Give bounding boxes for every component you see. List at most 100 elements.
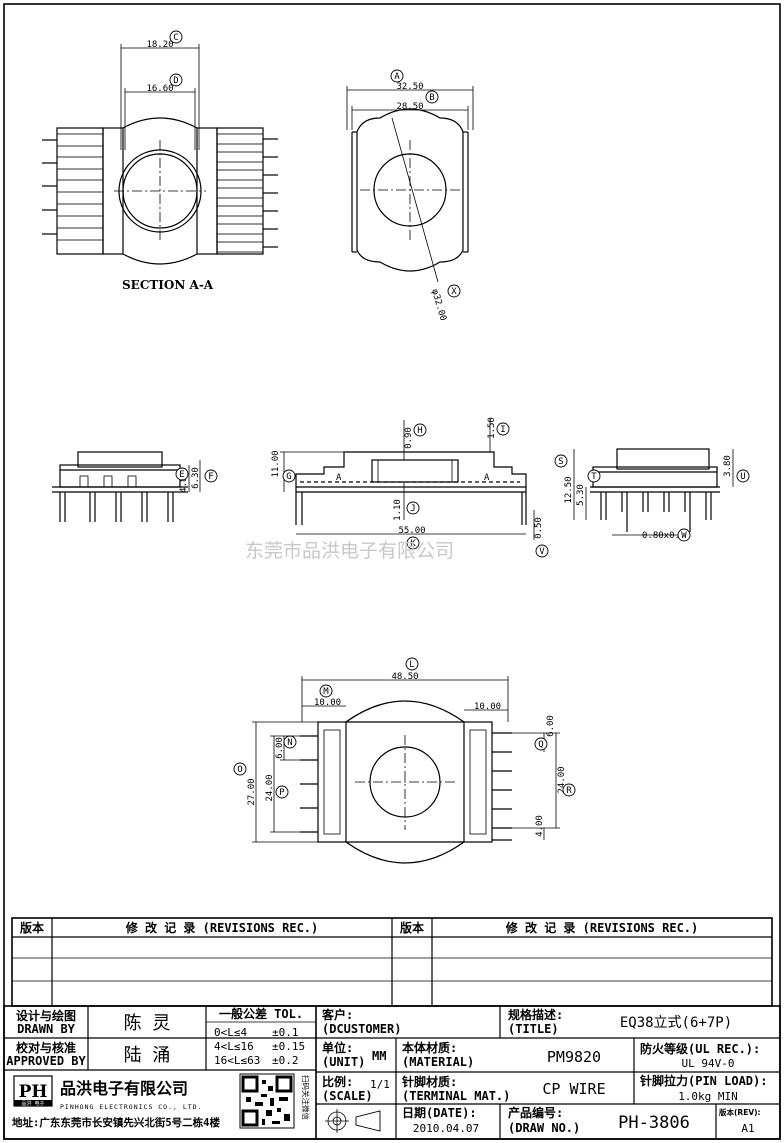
section-label: SECTION A-A [122, 278, 214, 292]
unit-label-en: (UNIT) [322, 1055, 365, 1069]
dim-Q-letter: Q [538, 740, 543, 750]
dim-H-letter: H [417, 426, 422, 436]
dim-G-letter: G [286, 472, 291, 482]
drawno-value: PH-3806 [618, 1113, 690, 1133]
right-side-view: 12.50 S 5.30 T 3.80 U 0.80x0.80 W [554, 448, 750, 542]
terminal-value: CP WIRE [542, 1080, 605, 1098]
customer-label-en: (DCUSTOMER) [322, 1022, 401, 1036]
dim-B-value: 28.50 [396, 102, 423, 112]
customer-label-cn: 客户: [321, 1007, 353, 1022]
ul-value: UL 94V-0 [682, 1057, 735, 1070]
dim-A-value: 32.50 [396, 82, 423, 92]
section-mark-left: A [336, 473, 342, 483]
dim-I-letter: I [500, 425, 505, 435]
designer-label-cn: 设计与绘图 [16, 1008, 76, 1023]
dim-X-letter: X [451, 287, 457, 297]
tolerance-title: 一般公差 TOL. [219, 1006, 303, 1021]
approver-label-en: APPROVED BY [6, 1054, 86, 1068]
dim-L-letter: L [409, 660, 414, 670]
dim-R-value: 24.00 [557, 766, 567, 793]
dim-K-value: 55.00 [398, 526, 425, 536]
approver-name: 陆 涌 [124, 1045, 171, 1066]
date-value: 2010.04.07 [413, 1122, 479, 1135]
front-view: A A 11.00 G 0.90 H 1.50 I 1.10 J 55.00 K… [271, 417, 549, 558]
dim-J-value: 1.10 [393, 499, 403, 521]
material-label-cn: 本体材质: [402, 1040, 457, 1055]
company-address: 地址:广东东莞市长安镇先兴北街5号二栋4楼 [12, 1116, 220, 1129]
rev-col-version-left: 版本 [20, 920, 44, 935]
rev-col-version-right: 版本 [400, 920, 424, 935]
dim-X-value: φ32.00 [429, 288, 448, 322]
approver-label-cn: 校对与核准 [16, 1040, 76, 1055]
tol-val-1: ±0.1 [272, 1026, 299, 1039]
dim-L-value: 48.50 [391, 672, 418, 682]
drawno-label-cn: 产品编号: [508, 1105, 563, 1120]
rev-label: 版本(REV): [718, 1107, 761, 1117]
dim-M-letter: M [323, 687, 329, 697]
ul-label: 防火等级(UL REC.): [640, 1041, 760, 1056]
revisions-table: 版本 修 改 记 录 (REVISIONS REC.) 版本 修 改 记 录 (… [11, 917, 773, 1007]
rev-col-record-left: 修 改 记 录 (REVISIONS REC.) [125, 920, 319, 935]
logo-sub: 品洪 电子 [21, 1100, 44, 1107]
top-view: 32.50 A 28.50 B φ32.00 X [346, 69, 474, 322]
dim-V-value: 0.50 [534, 517, 544, 539]
bottom-view: 48.50 L 10.00 M 10.00 27.00 O 24.00 P 6.… [233, 657, 576, 864]
dim-G-value: 11.00 [271, 450, 281, 477]
watermark: 东莞市品洪电子有限公司 [245, 540, 454, 562]
company-name-cn: 品洪电子有限公司 [60, 1079, 188, 1098]
section-view: 18.20 C 16.60 D SECTION A-A [42, 30, 278, 292]
section-mark-right: A [484, 473, 490, 483]
pinload-label: 针脚拉力(PIN LOAD): [640, 1073, 767, 1088]
scale-label-en: (SCALE) [322, 1089, 373, 1103]
dim-K-letter: K [410, 539, 416, 549]
dim-P-letter: P [279, 788, 285, 798]
dim-V-letter: V [539, 547, 545, 557]
dim-D-value: 16.60 [146, 84, 173, 94]
dim-N-letter: N [287, 738, 292, 748]
dim-W-value: 0.80x0.80 [642, 531, 691, 541]
rev-value: A1 [741, 1122, 754, 1135]
designer-label-en: DRAWN BY [17, 1022, 76, 1036]
left-side-view: 4.80 E 6.30 F [52, 451, 218, 522]
dim-R2-value: 4.00 [535, 815, 545, 837]
title-value: EQ38立式(6+7P) [620, 1015, 732, 1031]
dim-S-letter: S [558, 457, 563, 467]
tol-val-3: ±0.2 [272, 1054, 299, 1067]
tol-range-2: 4<L≤16 [214, 1040, 254, 1053]
dim-Q-value: 6.00 [546, 715, 556, 737]
dim-D-letter: D [173, 76, 178, 86]
material-value: PM9820 [547, 1048, 601, 1066]
pinload-value: 1.0kg MIN [678, 1090, 738, 1103]
title-label-cn: 规格描述: [508, 1007, 563, 1022]
dim-F-letter: F [208, 472, 213, 482]
designer-name: 陈 灵 [124, 1013, 171, 1034]
tol-range-3: 16<L≤63 [214, 1054, 260, 1067]
dim-E-value: 4.80 [179, 471, 189, 493]
rev-col-record-right: 修 改 记 录 (REVISIONS REC.) [505, 920, 699, 935]
qr-code [239, 1073, 295, 1129]
dim-A-letter: A [394, 72, 400, 82]
company-logo: PH 品洪 电子 [13, 1075, 53, 1107]
material-label-en: (MATERIAL) [402, 1055, 474, 1069]
dim-M2-value: 10.00 [474, 702, 501, 712]
dim-J-letter: J [410, 504, 415, 514]
tol-range-1: 0<L≤4 [214, 1026, 247, 1039]
terminal-label-en: (TERMINAL MAT.) [402, 1089, 510, 1103]
dim-O-letter: O [237, 765, 242, 775]
scale-value: 1/1 [370, 1078, 390, 1091]
unit-label-cn: 单位: [322, 1040, 353, 1055]
dim-T-value: 5.30 [576, 484, 586, 506]
projection-symbol [325, 1109, 381, 1133]
company-name-en: PINHONG ELECTRONICS CO., LTD. [60, 1103, 203, 1111]
dim-N-value: 6.00 [275, 737, 285, 759]
dim-B-letter: B [429, 93, 434, 103]
dim-C-letter: C [173, 33, 178, 43]
title-label-en: (TITLE) [508, 1022, 559, 1036]
dim-M-value: 10.00 [314, 698, 341, 708]
qr-side-text: 扫码关注微信 [301, 1075, 311, 1120]
logo-text: PH [19, 1082, 48, 1102]
unit-value: MM [372, 1049, 386, 1063]
drawno-label-en: (DRAW NO.) [508, 1121, 580, 1135]
dim-R-letter: R [566, 786, 572, 796]
